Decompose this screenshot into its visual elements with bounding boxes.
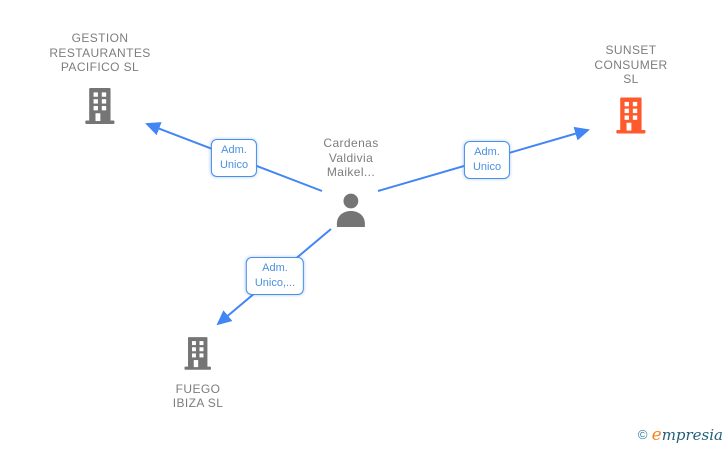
brand-rest-text: mpresia	[661, 426, 723, 444]
edge-label-line: Adm.	[474, 146, 500, 158]
node-company-sunset-consumer[interactable]: SUNSET CONSUMER SL	[594, 43, 667, 138]
company-name-line: GESTION	[71, 31, 129, 45]
company-name-line: IBIZA SL	[172, 396, 224, 410]
company-name-line: SUNSET	[605, 43, 657, 57]
person-name: Cardenas Valdivia Maikel...	[323, 136, 378, 180]
person-name-line: Maikel...	[326, 165, 376, 179]
node-company-fuego-ibiza[interactable]: FUEGO IBIZA SL	[173, 336, 224, 411]
company-name: SUNSET CONSUMER SL	[594, 43, 667, 87]
building-icon	[614, 95, 647, 139]
brand-lead-letter: e	[651, 425, 662, 445]
company-name: GESTION RESTAURANTES PACIFICO SL	[49, 31, 150, 75]
company-name-line: RESTAURANTES	[49, 45, 151, 60]
edge-label-adm-unico-fuego: Adm. Unico,...	[245, 257, 305, 295]
building-icon	[83, 87, 116, 128]
building-icon	[183, 336, 213, 374]
edge-label-adm-unico-gestion: Adm. Unico	[210, 139, 258, 177]
company-name-line: FUEGO	[175, 381, 221, 396]
company-name-line: CONSUMER	[594, 57, 668, 72]
edge-label-line: Adm.	[221, 144, 247, 156]
edge-label-adm-unico-sunset: Adm. Unico	[463, 141, 511, 179]
copyright-icon: ©	[637, 427, 648, 442]
empresia-logo: © empresia	[638, 425, 723, 445]
person-name-line: Cardenas	[323, 136, 379, 150]
node-person-cardenas-valdivia[interactable]: Cardenas Valdivia Maikel...	[323, 136, 378, 230]
edge-label-line: Unico,...	[254, 277, 296, 289]
person-name-line: Valdivia	[328, 150, 374, 165]
edge-label-line: Unico	[219, 159, 249, 171]
company-name: FUEGO IBIZA SL	[173, 382, 224, 411]
company-name-line: PACIFICO SL	[60, 60, 140, 74]
edge-label-line: Unico	[472, 161, 502, 173]
edge-label-line: Adm.	[262, 262, 288, 274]
node-company-gestion-restaurantes-pacifico[interactable]: GESTION RESTAURANTES PACIFICO SL	[49, 31, 150, 127]
person-icon	[332, 193, 369, 231]
company-name-line: SL	[623, 72, 639, 86]
